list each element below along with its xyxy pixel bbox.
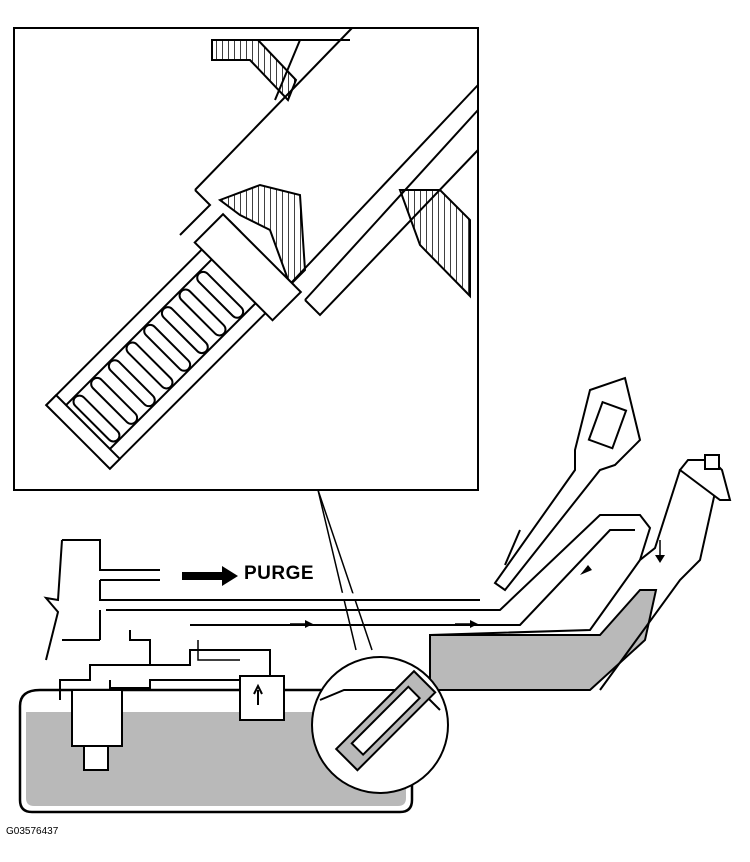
purge-label: PURGE [244, 563, 315, 584]
callout-leader [317, 489, 373, 651]
fuel-pump-module [71, 689, 123, 747]
canister-block [43, 539, 480, 661]
callout-circle [311, 656, 449, 794]
housing-hatch-lower [398, 189, 471, 299]
purge-arrow [182, 566, 238, 586]
check-valve-spring [44, 212, 303, 471]
fuel-nozzle [493, 376, 642, 592]
housing-hatch-neck [217, 183, 307, 287]
valve-housing [179, 27, 479, 317]
figure-id: G03576437 [6, 826, 59, 837]
rollover-valve [239, 675, 285, 721]
spring-coils [72, 270, 245, 443]
detail-inset [13, 27, 479, 491]
fuel-in-neck [429, 589, 658, 691]
filler-neck [106, 454, 732, 691]
